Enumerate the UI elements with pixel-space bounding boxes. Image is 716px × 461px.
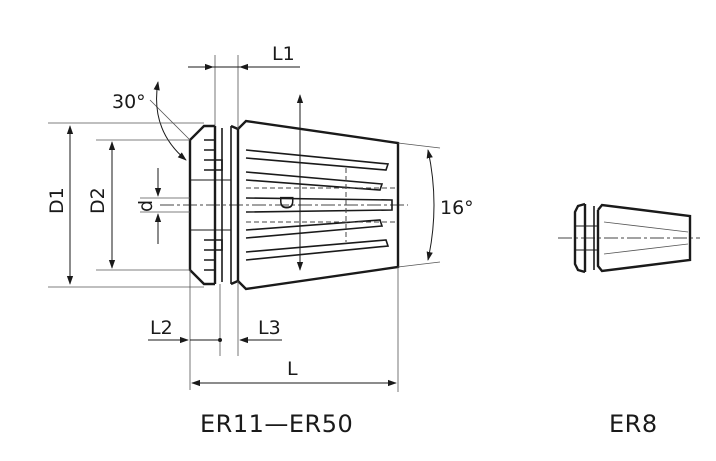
label-l: L <box>287 358 298 380</box>
dim-l <box>191 267 399 392</box>
label-d2: D2 <box>87 187 109 214</box>
er11-er50-view: L1 30° D1 D2 d <box>46 43 474 438</box>
caption-er8: ER8 <box>609 410 658 438</box>
label-angle-16: 16° <box>440 197 474 219</box>
dim-d2 <box>96 139 190 271</box>
dim-angle-30 <box>149 81 191 161</box>
label-d1: D1 <box>46 187 68 214</box>
er8-collet <box>573 202 692 274</box>
er8-view: ER8 <box>558 202 700 438</box>
collet-rear-flange <box>188 124 232 286</box>
label-l2: L2 <box>150 317 173 339</box>
dim-l1 <box>188 55 300 129</box>
dim-l3 <box>190 281 282 356</box>
label-d-cap: D <box>275 195 297 210</box>
dim-d1 <box>48 122 204 288</box>
label-l1: L1 <box>272 43 295 65</box>
label-d-small: d <box>135 200 157 212</box>
dim-l2 <box>148 270 191 390</box>
label-l3: L3 <box>258 317 281 339</box>
dim-angle-16 <box>397 142 441 268</box>
label-angle-30: 30° <box>112 91 146 113</box>
caption-er11-er50: ER11—ER50 <box>200 410 353 438</box>
dim-d-small <box>140 168 190 244</box>
